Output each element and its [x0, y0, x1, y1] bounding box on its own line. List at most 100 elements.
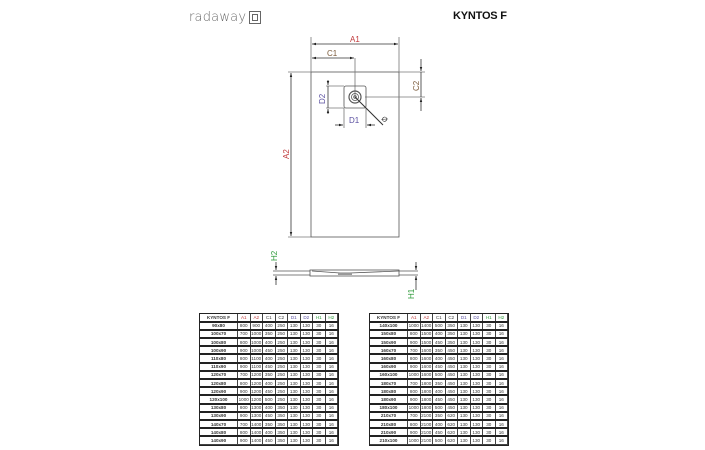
dimension-cell: 130 [287, 321, 301, 331]
model-size-cell: 160x80 [369, 353, 408, 364]
col-a2: A2 [249, 312, 263, 323]
dimension-cell: 350 [274, 419, 288, 429]
dimension-cell: 16 [494, 362, 508, 372]
dimension-cell: 130 [469, 353, 483, 364]
model-size-cell: 90x80 [199, 321, 238, 331]
model-size-cell: 180x100 [369, 403, 408, 413]
dimension-cell: 900 [407, 337, 421, 347]
dimension-cell: 130 [457, 394, 471, 405]
dimension-cell: 1000 [407, 403, 421, 413]
dimension-cell: 2100 [419, 419, 433, 429]
dimension-cell: 130 [457, 345, 471, 355]
dimension-cell: 900 [237, 411, 251, 421]
dimension-cell: 16 [494, 419, 508, 429]
model-size-cell: 160x90 [369, 362, 408, 372]
dimension-cell: 250 [274, 378, 288, 388]
dimension-cell: 900 [237, 386, 251, 396]
model-size-cell: 120x80 [199, 378, 238, 388]
dimension-cell: 130 [457, 337, 471, 347]
dimension-cell: 130 [287, 435, 301, 446]
model-size-cell: 120x100 [199, 394, 238, 405]
model-size-cell: 140x90 [199, 435, 238, 446]
dimension-cell: 250 [274, 337, 288, 347]
dimension-cell: 900 [237, 362, 251, 372]
dimension-cell: 130 [299, 427, 313, 437]
dimension-cell: 30 [482, 403, 496, 413]
dimension-cell: 130 [299, 386, 313, 396]
dimension-cell: 30 [482, 386, 496, 396]
dimension-cell: 450 [444, 370, 458, 380]
dimension-cell: 130 [287, 386, 301, 396]
dimension-cell: 130 [287, 427, 301, 437]
dimension-cell: 450 [444, 345, 458, 355]
dimension-cell: 400 [432, 329, 446, 339]
dimension-cell: 130 [457, 419, 471, 429]
top-view [288, 37, 425, 238]
dimension-cell: 130 [299, 321, 313, 331]
dimension-cell: 350 [444, 337, 458, 347]
dimension-cell: 1200 [249, 394, 263, 405]
dimension-cell: 1000 [407, 435, 421, 446]
dimension-cell: 400 [262, 427, 276, 437]
col-h1: H1 [482, 312, 496, 323]
label-c1: C1 [327, 49, 338, 58]
dimension-cell: 30 [482, 353, 496, 364]
dimension-cell: 800 [237, 337, 251, 347]
dimension-cell: 800 [407, 419, 421, 429]
dimension-cell: 450 [444, 394, 458, 405]
model-size-cell: 180x70 [369, 378, 408, 388]
side-view [273, 262, 418, 290]
dimension-cell: 16 [324, 362, 338, 372]
label-a2: A2 [282, 149, 291, 159]
label-a1: A1 [350, 35, 360, 44]
dimension-cell: 16 [494, 386, 508, 396]
dimension-cell: 1600 [419, 362, 433, 372]
dimension-cell: 16 [494, 394, 508, 405]
dimension-cell: 450 [262, 362, 276, 372]
dimension-cell: 1600 [419, 353, 433, 364]
dimension-cell: 130 [299, 378, 313, 388]
dimension-cell: 1800 [419, 394, 433, 405]
model-size-cell: 100x80 [199, 337, 238, 347]
technical-drawing: A1 C1 D1 D2 C2 A2 Ø H2 H1 [270, 35, 425, 299]
dimension-cell: 400 [432, 419, 446, 429]
dimension-cell: 130 [299, 411, 313, 421]
model-size-cell: 120x90 [199, 386, 238, 396]
dimension-cell: 250 [274, 394, 288, 405]
dimension-cell: 900 [407, 394, 421, 405]
dimension-cell: 130 [457, 362, 471, 372]
dimension-cell: 450 [262, 411, 276, 421]
dimension-cell: 1300 [249, 403, 263, 413]
col-a2: A2 [419, 312, 433, 323]
dimension-cell: 130 [469, 386, 483, 396]
dimension-cell: 16 [494, 411, 508, 421]
dimension-cell: 30 [482, 378, 496, 388]
dimension-cell: 1000 [407, 321, 421, 331]
dimension-cell: 350 [444, 329, 458, 339]
dimension-cell: 350 [274, 427, 288, 437]
dimension-cell: 30 [312, 435, 326, 446]
model-size-cell: 150x80 [369, 329, 408, 339]
brand-logo: radaway [189, 10, 262, 25]
dimension-cell: 350 [262, 370, 276, 380]
col-model: KYNTOS F [199, 312, 238, 323]
dimension-cell: 130 [469, 345, 483, 355]
dimension-cell: 130 [299, 370, 313, 380]
col-c1: C1 [262, 312, 276, 323]
dimension-cell: 16 [494, 370, 508, 380]
label-h2: H2 [270, 250, 279, 261]
dimension-cell: 16 [324, 329, 338, 339]
dimension-cell: 450 [444, 386, 458, 396]
dimension-cell: 130 [287, 419, 301, 429]
dimension-cell: 1800 [419, 386, 433, 396]
label-c2: C2 [412, 80, 421, 91]
